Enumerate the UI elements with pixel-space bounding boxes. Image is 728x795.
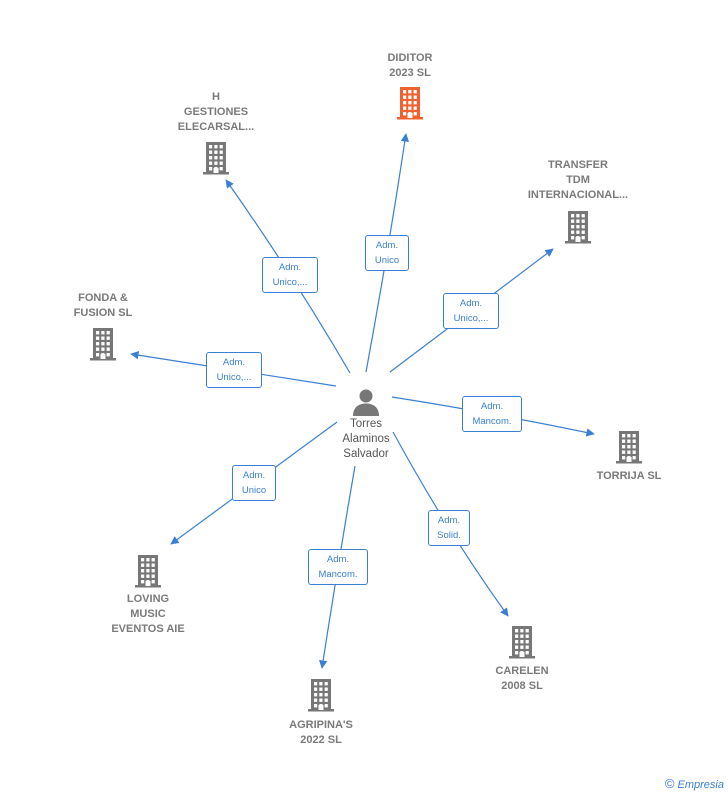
building-icon <box>614 430 644 469</box>
company-name: TRANSFER TDM INTERNACIONAL... <box>508 158 648 203</box>
company-name-line: 2008 SL <box>501 680 543 692</box>
role-text: Unico,... <box>272 277 308 288</box>
company-name-line: DIDITOR <box>387 52 433 64</box>
company-name-line: TORRIJA SL <box>596 470 662 482</box>
building-icon <box>133 554 163 593</box>
role-text: Adm. <box>222 357 246 368</box>
company-name-line: LOVING <box>126 593 170 605</box>
role-text: Adm. <box>326 554 350 565</box>
company-name-line: ELECARSAL... <box>177 121 255 133</box>
role-label-carelen[interactable]: Adm. Solid. <box>428 510 470 546</box>
role-label-loving[interactable]: Adm. Unico <box>232 465 276 501</box>
role-text: Mancom. <box>318 569 358 580</box>
company-name-line: MUSIC <box>130 608 166 620</box>
role-text: Adm. <box>459 298 483 309</box>
role-label-diditor[interactable]: Adm. Unico <box>365 235 409 271</box>
company-name-line: AGRIPINA'S <box>289 719 353 731</box>
person-name-line: Alaminos <box>342 433 390 445</box>
company-name-line: H <box>212 91 220 103</box>
company-name-line: TRANSFER <box>548 159 608 171</box>
building-icon <box>201 141 231 180</box>
brand-name: Empresia <box>677 779 724 791</box>
company-name-line: FONDA & <box>78 292 128 304</box>
role-label-fonda[interactable]: Adm. Unico,... <box>206 352 262 388</box>
role-text: Adm. <box>437 515 461 526</box>
building-icon <box>306 678 336 717</box>
role-text: Mancom. <box>472 416 512 427</box>
role-label-agripinas[interactable]: Adm. Mancom. <box>308 549 368 585</box>
company-name-line: 2023 SL <box>389 67 431 79</box>
company-name: FONDA & FUSION SL <box>33 291 173 321</box>
building-icon <box>88 327 118 366</box>
role-text: Unico <box>241 485 267 496</box>
footer-brand: © Empresia <box>665 776 724 791</box>
building-icon <box>507 625 537 664</box>
company-name-line: INTERNACIONAL... <box>527 189 629 201</box>
company-name: CARELEN 2008 SL <box>452 664 592 694</box>
person-name-line: Torres <box>350 418 382 430</box>
company-name: H GESTIONES ELECARSAL... <box>146 90 286 135</box>
company-name: AGRIPINA'S 2022 SL <box>251 718 391 748</box>
company-name: LOVING MUSIC EVENTOS AIE <box>78 592 218 637</box>
company-name-line: FUSION SL <box>73 307 133 319</box>
company-name-line: GESTIONES <box>183 106 249 118</box>
company-name-line: 2022 SL <box>300 734 342 746</box>
role-text: Unico,... <box>453 313 489 324</box>
role-text: Adm. <box>480 401 504 412</box>
role-label-torrija[interactable]: Adm. Mancom. <box>462 396 522 432</box>
company-name-line: CARELEN <box>495 665 549 677</box>
building-icon <box>563 210 593 249</box>
person-icon <box>353 389 379 416</box>
company-name: TORRIJA SL <box>559 469 699 484</box>
company-name-line: TDM <box>566 174 590 186</box>
company-name: DIDITOR 2023 SL <box>340 51 480 81</box>
person-name-line: Salvador <box>343 448 389 460</box>
role-text: Adm. <box>278 262 302 273</box>
role-text: Unico <box>374 255 400 266</box>
role-label-h-gestiones[interactable]: Adm. Unico,... <box>262 257 318 293</box>
role-text: Adm. <box>242 470 266 481</box>
role-text: Solid. <box>437 530 461 541</box>
role-text: Adm. <box>375 240 399 251</box>
company-name-line: EVENTOS AIE <box>111 623 185 635</box>
building-icon <box>395 86 425 125</box>
role-label-transfer[interactable]: Adm. Unico,... <box>443 293 499 329</box>
role-text: Unico,... <box>216 372 252 383</box>
copyright-symbol: © <box>664 776 675 791</box>
